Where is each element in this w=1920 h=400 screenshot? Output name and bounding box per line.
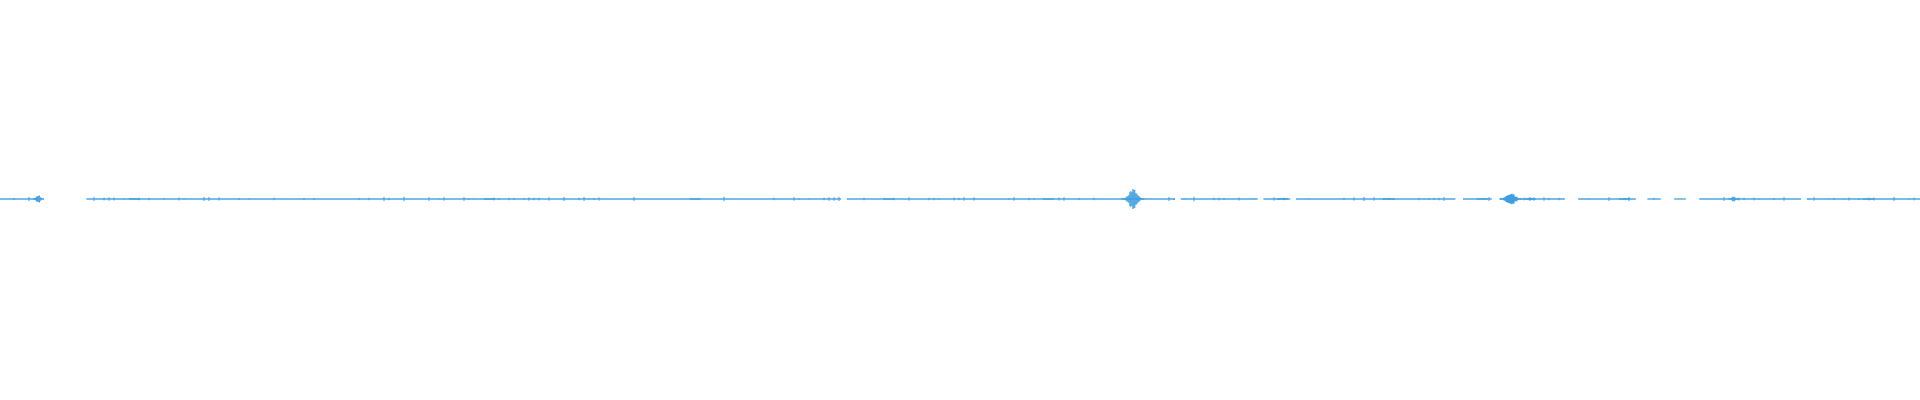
waveform-peaks [32, 189, 1874, 209]
waveform-baseline [0, 196, 1920, 202]
